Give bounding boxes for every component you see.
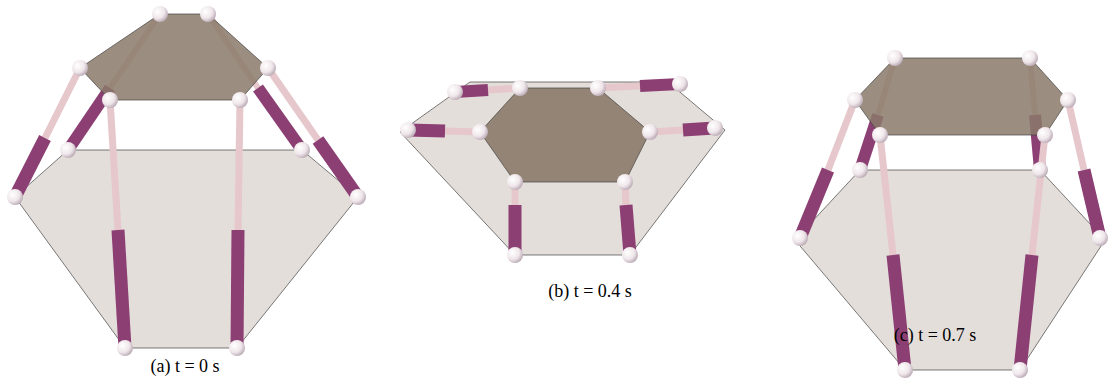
- subfigure-caption: (c) t = 0.7 s: [894, 325, 977, 347]
- subfigure-caption: (b) t = 0.4 s: [548, 281, 632, 303]
- subfigure-caption: (a) t = 0 s: [150, 356, 219, 378]
